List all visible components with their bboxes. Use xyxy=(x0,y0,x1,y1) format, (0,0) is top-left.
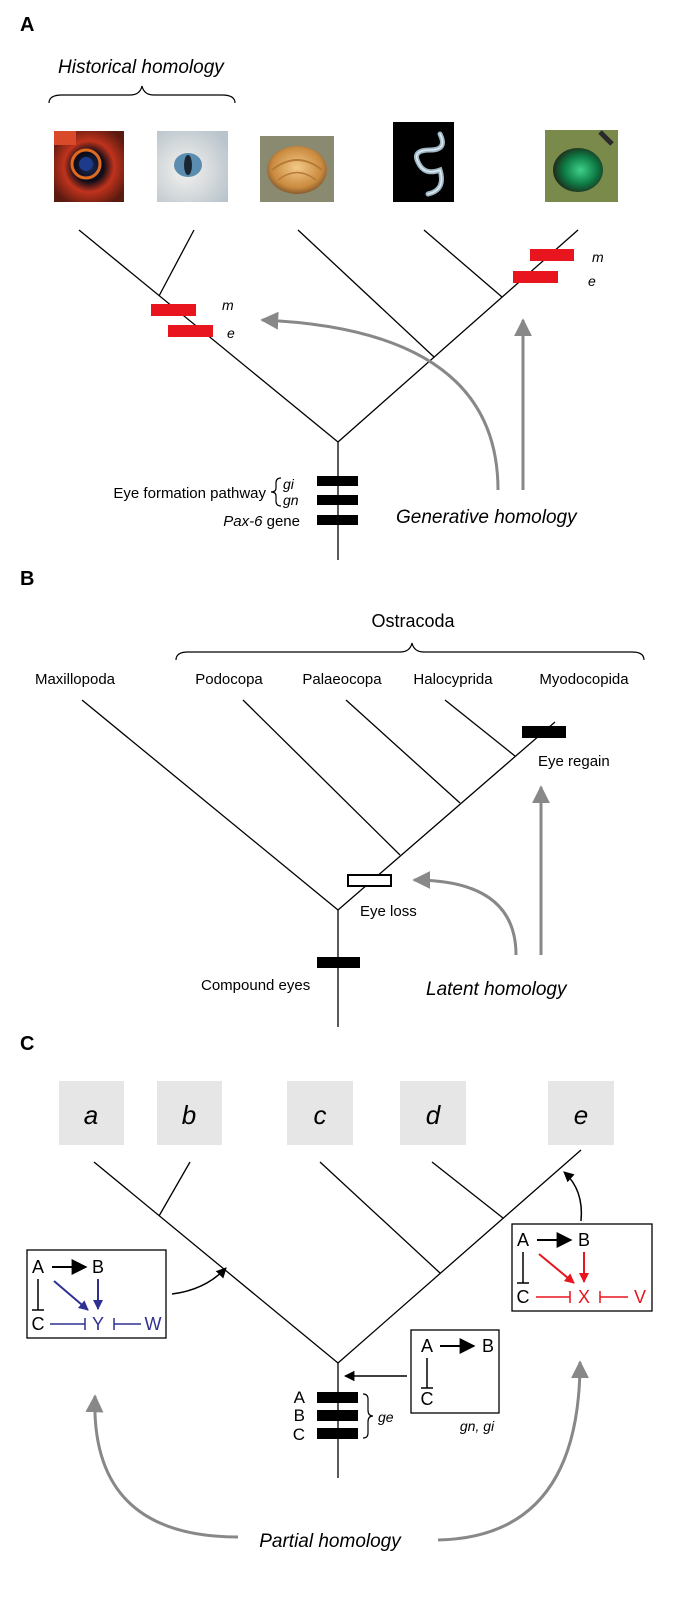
gene-letter-b: B xyxy=(294,1406,305,1425)
compound-eyes-label: Compound eyes xyxy=(201,977,310,994)
compound-eyes-bar xyxy=(317,957,360,968)
red-bar-m-right xyxy=(530,249,574,261)
gn-gi-label: gn, gi xyxy=(460,1418,495,1434)
taxon-halocyprida: Halocyprida xyxy=(413,671,493,688)
net-red-a: A xyxy=(517,1230,529,1250)
eye-loss-label: Eye loss xyxy=(360,903,417,920)
tip-label-a: a xyxy=(84,1100,98,1130)
historical-brace xyxy=(48,85,236,104)
eye-regain-label: Eye regain xyxy=(538,753,610,770)
tip-box-a xyxy=(59,1081,124,1145)
net-blue-to-branch-arrow xyxy=(171,1267,227,1295)
gene-bar-gi xyxy=(317,476,358,486)
ostracoda-label: Ostracoda xyxy=(371,611,455,631)
gene-bar-pax6 xyxy=(317,515,358,525)
photo-snail-shell xyxy=(260,136,334,202)
partial-homology-label: Partial homology xyxy=(259,1531,402,1552)
latent-arrow-left xyxy=(412,871,518,956)
generative-arrow-left xyxy=(260,311,500,491)
net-red-b: B xyxy=(578,1230,590,1250)
pax6-italic: Pax-6 xyxy=(223,513,263,530)
tip-label-d: d xyxy=(426,1100,442,1130)
net-anc-a: A xyxy=(421,1336,433,1356)
panel-a: A Historical homology xyxy=(20,14,618,560)
generative-homology-label: Generative homology xyxy=(396,507,578,528)
mark-m-left: m xyxy=(222,297,234,313)
ge-label: ge xyxy=(378,1409,394,1425)
taxon-myodocopida: Myodocopida xyxy=(539,671,629,688)
tree-b xyxy=(81,699,556,1027)
red-bar-e-right xyxy=(513,271,558,283)
gene-gn-label: gn xyxy=(283,492,299,508)
panel-c-label: C xyxy=(20,1033,34,1055)
net-blue-c: C xyxy=(32,1314,45,1334)
panel-b-label: B xyxy=(20,568,34,590)
net-red-to-branch-arrow xyxy=(563,1171,583,1222)
net-red-v: V xyxy=(634,1287,646,1307)
taxon-podocopa: Podocopa xyxy=(195,671,263,688)
taxon-palaeocopa: Palaeocopa xyxy=(302,671,382,688)
panel-c: C a b c d e A B C ge A B C xyxy=(20,1033,653,1552)
tree-c xyxy=(93,1149,582,1478)
photo-fly-eye xyxy=(545,130,618,202)
gene-brace-a xyxy=(270,477,282,507)
net-anc-c: C xyxy=(421,1389,434,1409)
latent-homology-label: Latent homology xyxy=(426,979,568,1000)
red-bar-m-left xyxy=(151,304,196,316)
net-blue-a: A xyxy=(32,1257,44,1277)
gene-bar-c-b xyxy=(317,1410,358,1421)
red-bar-e-left xyxy=(168,325,213,337)
tip-box-d xyxy=(400,1081,466,1145)
net-blue-b: B xyxy=(92,1257,104,1277)
gene-bar-gn xyxy=(317,495,358,505)
gene-bar-c-c xyxy=(317,1428,358,1439)
mark-m-right: m xyxy=(592,249,604,265)
pathway-label: Eye formation pathway xyxy=(113,485,266,502)
gene-bar-c-a xyxy=(317,1392,358,1403)
gene-gi-label: gi xyxy=(283,476,295,492)
gene-brace-c xyxy=(362,1393,374,1439)
eye-loss-bar xyxy=(347,874,392,887)
tip-label-e: e xyxy=(574,1100,588,1130)
partial-arrow-right xyxy=(437,1360,589,1542)
historical-homology-title: Historical homology xyxy=(58,57,225,78)
tip-label-c: c xyxy=(314,1100,327,1130)
tip-box-c xyxy=(287,1081,353,1145)
taxon-maxillopoda: Maxillopoda xyxy=(35,671,116,688)
gene-letter-c: C xyxy=(293,1425,305,1444)
pax6-label: Pax-6 gene xyxy=(223,513,300,530)
net-red-c: C xyxy=(517,1287,530,1307)
photo-nematode xyxy=(393,122,454,202)
gene-letter-a: A xyxy=(294,1388,306,1407)
photo-butterfly-eye xyxy=(54,131,124,202)
tip-box-b xyxy=(157,1081,222,1145)
net-blue-y: Y xyxy=(92,1314,104,1334)
partial-arrow-left xyxy=(85,1394,239,1539)
net-red-arrow-ax xyxy=(538,1253,575,1284)
network-ancestral xyxy=(410,1329,500,1414)
net-red-x: X xyxy=(578,1287,590,1307)
net-anc-b: B xyxy=(482,1336,494,1356)
photo-cat-eye xyxy=(157,131,228,202)
pax6-gene-word: gene xyxy=(262,513,300,530)
tip-label-b: b xyxy=(182,1100,196,1130)
net-blue-arrow-ay xyxy=(53,1280,89,1311)
tip-box-e xyxy=(548,1081,614,1145)
eye-regain-bar xyxy=(522,726,566,738)
mark-e-right: e xyxy=(588,273,596,289)
panel-a-label: A xyxy=(20,14,34,36)
panel-b: B Ostracoda Maxillopoda Podocopa Palaeoc… xyxy=(20,568,645,1027)
mark-e-left: e xyxy=(227,325,235,341)
ostracoda-brace xyxy=(175,642,645,661)
network-red xyxy=(511,1223,653,1312)
net-blue-w: W xyxy=(145,1314,162,1334)
